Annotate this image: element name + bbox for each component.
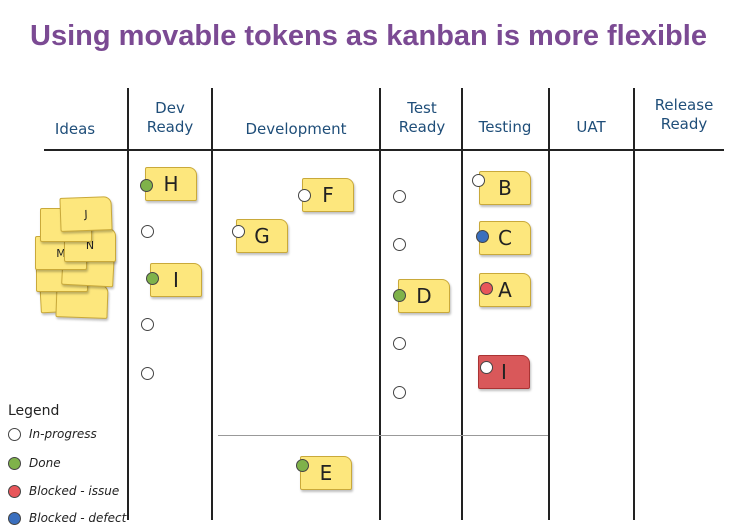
- in-progress-token[interactable]: [232, 225, 245, 238]
- column-divider: [548, 88, 550, 520]
- column-divider: [127, 88, 129, 520]
- done-token[interactable]: [140, 179, 153, 192]
- empty-slot-token[interactable]: [393, 190, 406, 203]
- done-token[interactable]: [393, 289, 406, 302]
- kanban-card-g[interactable]: G: [236, 219, 288, 253]
- column-header-testing: Testing: [478, 118, 532, 136]
- header-divider: [44, 149, 724, 151]
- column-header-development: Development: [245, 120, 347, 138]
- column-divider: [379, 88, 381, 520]
- empty-slot-token[interactable]: [141, 367, 154, 380]
- expedite-lane-divider: [218, 435, 548, 436]
- column-header-release-ready: Release Ready: [654, 96, 714, 133]
- done-token[interactable]: [296, 459, 309, 472]
- column-header-dev-ready: Dev Ready: [146, 99, 194, 136]
- column-divider: [461, 88, 463, 520]
- column-divider: [211, 88, 213, 520]
- kanban-card-i-blocked[interactable]: I: [478, 355, 530, 389]
- kanban-card-b[interactable]: B: [479, 171, 531, 205]
- legend-item-blocked-issue: Blocked - issue: [8, 484, 119, 498]
- kanban-card-e[interactable]: E: [300, 456, 352, 490]
- blocked-issue-token[interactable]: [480, 282, 493, 295]
- blocked-issue-token-icon: [8, 484, 21, 498]
- blocked-defect-token-icon: [8, 511, 21, 525]
- empty-slot-token[interactable]: [393, 238, 406, 251]
- column-header-ideas: Ideas: [54, 120, 96, 138]
- in-progress-token[interactable]: [298, 189, 311, 202]
- in-progress-token[interactable]: [480, 361, 493, 374]
- idea-card[interactable]: J: [59, 196, 113, 232]
- done-token[interactable]: [146, 272, 159, 285]
- empty-slot-token[interactable]: [141, 225, 154, 238]
- column-header-test-ready: Test Ready: [398, 99, 446, 136]
- legend-item-in-progress: In-progress: [8, 427, 97, 441]
- column-header-uat: UAT: [576, 118, 606, 136]
- kanban-card-h[interactable]: H: [145, 167, 197, 201]
- empty-slot-token[interactable]: [393, 386, 406, 399]
- in-progress-token-icon: [8, 427, 21, 441]
- column-divider: [633, 88, 635, 520]
- empty-slot-token[interactable]: [141, 318, 154, 331]
- legend-title: Legend: [8, 403, 60, 419]
- page-title: Using movable tokens as kanban is more f…: [30, 20, 707, 52]
- in-progress-token[interactable]: [472, 174, 485, 187]
- legend-item-blocked-defect: Blocked - defect: [8, 511, 126, 525]
- done-token-icon: [8, 456, 21, 470]
- kanban-card-d[interactable]: D: [398, 279, 450, 313]
- blocked-defect-token[interactable]: [476, 230, 489, 243]
- legend-item-done: Done: [8, 456, 61, 470]
- empty-slot-token[interactable]: [393, 337, 406, 350]
